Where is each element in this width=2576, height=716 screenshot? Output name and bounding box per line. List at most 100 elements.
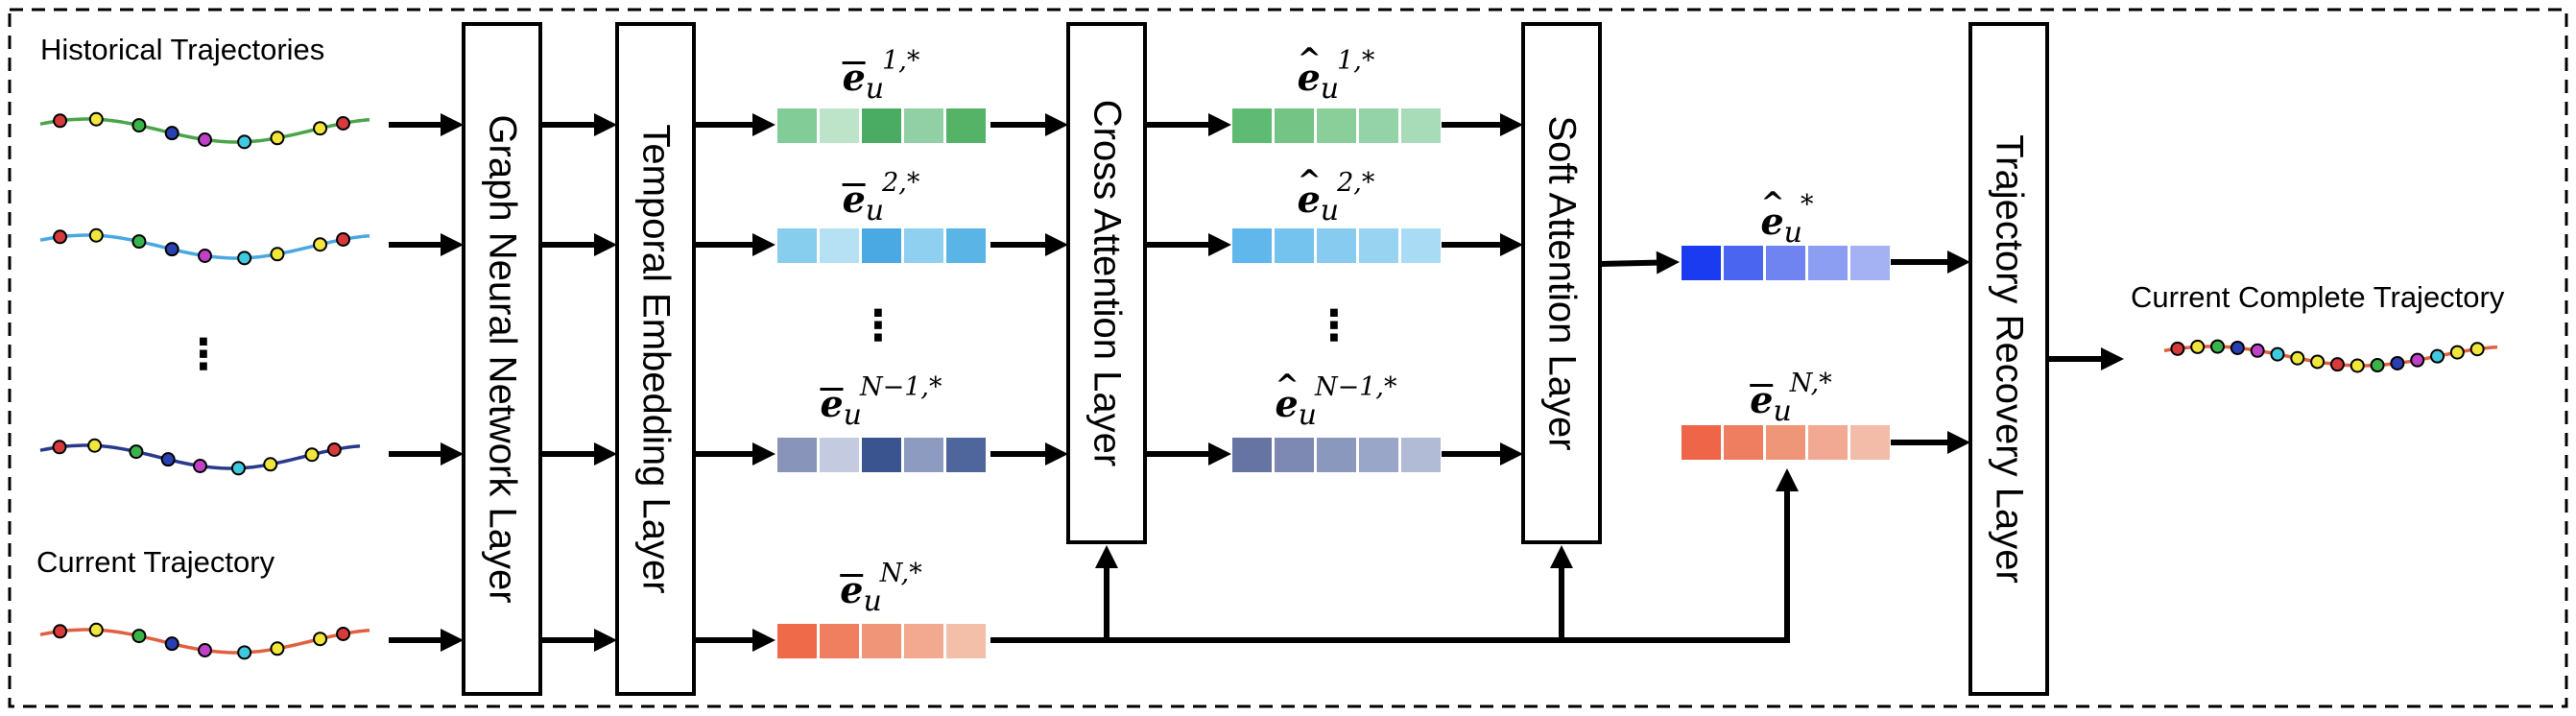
historical-trajectory-n1 <box>39 438 361 476</box>
historical-trajectories-label: Historical Trajectories <box>40 33 325 66</box>
current-complete-trajectory-label: Current Complete Trajectory <box>2131 280 2505 314</box>
current-trajectory <box>39 622 370 660</box>
embedding-cell <box>1724 425 1763 460</box>
embedding-cell <box>1682 246 1721 280</box>
embedding-cell <box>904 624 943 658</box>
trajectory-point <box>88 622 104 637</box>
arrow-traj-to-gnn <box>389 442 464 465</box>
trajectory-point <box>2449 345 2465 360</box>
trajectory-point <box>131 118 147 133</box>
hat-e-n1-label: euN−1,* <box>1275 369 1396 432</box>
trajectory-point <box>2210 339 2226 354</box>
trajectory-point <box>52 440 67 455</box>
trajectory-point <box>270 247 285 262</box>
trajectory-point <box>2469 342 2485 357</box>
embedding-cell <box>1232 228 1272 263</box>
trajectory-point <box>326 442 342 457</box>
embedding-cell <box>946 228 986 263</box>
trajectory-point <box>87 438 103 453</box>
arrow-traj-to-gnn <box>389 233 464 256</box>
trajectory-point <box>2349 358 2365 373</box>
trajectory-point <box>2430 348 2445 364</box>
embedding-cell <box>946 438 986 472</box>
hat-e-star-label: eu* <box>1760 186 1813 250</box>
current-trajectory-label: Current Trajectory <box>36 545 275 579</box>
trajectory-point <box>2230 340 2245 355</box>
trajectory-point <box>230 461 246 476</box>
arrow-recovery-to-output <box>2047 347 2124 370</box>
arrow-hat-to-soft <box>1442 233 1523 256</box>
temporal-layer-box <box>615 22 696 696</box>
trajectory-point <box>53 229 68 245</box>
embedding-cell <box>1401 228 1441 263</box>
recovery-layer-label: Trajectory Recovery Layer <box>1988 134 2031 584</box>
bar-e-n-right-label: euN,* <box>1750 369 1832 428</box>
trajectory-point <box>313 632 328 647</box>
trajectory-point <box>2170 341 2185 356</box>
trajectory-point <box>198 249 212 264</box>
trajectory-point <box>53 113 68 129</box>
arrow-temporal-to-embedding <box>694 629 775 652</box>
bar-embedding-1 <box>777 108 986 143</box>
temporal-layer-label: Temporal Embedding Layer <box>634 124 678 594</box>
soft-attention-label: Soft Attention Layer <box>1540 115 1584 451</box>
embedding-cell <box>1359 438 1398 472</box>
embedding-cell <box>1808 425 1848 460</box>
ellipsis-hat-embeddings: ⋮ <box>1313 302 1355 349</box>
embedding-cell <box>1808 246 1848 280</box>
trajectory-point <box>263 457 278 472</box>
trajectory-point <box>2270 346 2285 362</box>
embedding-cell <box>820 108 859 143</box>
embedding-cell <box>777 438 817 472</box>
trajectory-point <box>2410 352 2425 368</box>
arrow-soft-to-star <box>1599 251 1680 274</box>
embedding-cell <box>1766 246 1805 280</box>
bar-e-1-label: eu1,* <box>842 46 920 106</box>
arrow-up-to-right-embedding <box>1776 468 1799 643</box>
bar-embedding-n <box>777 624 986 658</box>
trajectory-point <box>336 115 351 131</box>
ellipsis-trajectories: ⋮ <box>182 331 225 378</box>
arrow-cross-to-hat <box>1145 113 1231 136</box>
arrow-up-to-soft <box>1550 545 1573 643</box>
bar-embedding-n-right <box>1682 425 1890 460</box>
embedding-bars <box>777 108 1890 658</box>
embedding-cell <box>1724 246 1763 280</box>
trajectory-point <box>313 237 328 252</box>
trajectory-point <box>304 447 320 463</box>
embedding-cell <box>820 438 859 472</box>
embedding-cell <box>1766 425 1805 460</box>
trajectory-point <box>88 111 104 127</box>
trajectories <box>39 111 2498 660</box>
arrow-cross-to-hat <box>1145 442 1231 465</box>
arrows <box>389 113 2124 652</box>
arrow-gnn-to-temporal <box>540 113 617 136</box>
arrow-temporal-to-embedding <box>694 113 775 136</box>
embedding-cell <box>862 438 901 472</box>
bar-embedding-n1 <box>777 438 986 472</box>
trajectory-point <box>2290 350 2305 366</box>
arrow-nright-to-recovery <box>1891 431 1970 454</box>
embedding-cell <box>904 438 943 472</box>
hat-embedding-star <box>1682 246 1890 280</box>
arrow-hat-to-soft <box>1442 113 1523 136</box>
trajectory-point <box>164 636 179 652</box>
embedding-cell <box>1682 425 1721 460</box>
arrow-hat-to-soft <box>1442 442 1523 465</box>
trajectory-point <box>270 641 285 656</box>
outer-dashed-border <box>8 8 2568 708</box>
embedding-cell <box>1275 438 1314 472</box>
cross-attention-box <box>1066 22 1147 544</box>
hat-embedding-n1 <box>1232 438 1441 472</box>
bar-e-n1-label: euN−1,* <box>820 372 942 432</box>
embedding-cell <box>1317 228 1356 263</box>
hat-e-2-label: eu2,* <box>1298 164 1375 227</box>
bar-e-2-label: eu2,* <box>842 168 920 227</box>
trajectory-point <box>129 444 144 460</box>
embedding-cell <box>862 624 901 658</box>
embedding-cell <box>1401 108 1441 143</box>
cross-attention-label: Cross Attention Layer <box>1085 99 1129 467</box>
trajectory-point <box>88 227 104 243</box>
trajectory-point <box>2250 343 2265 358</box>
